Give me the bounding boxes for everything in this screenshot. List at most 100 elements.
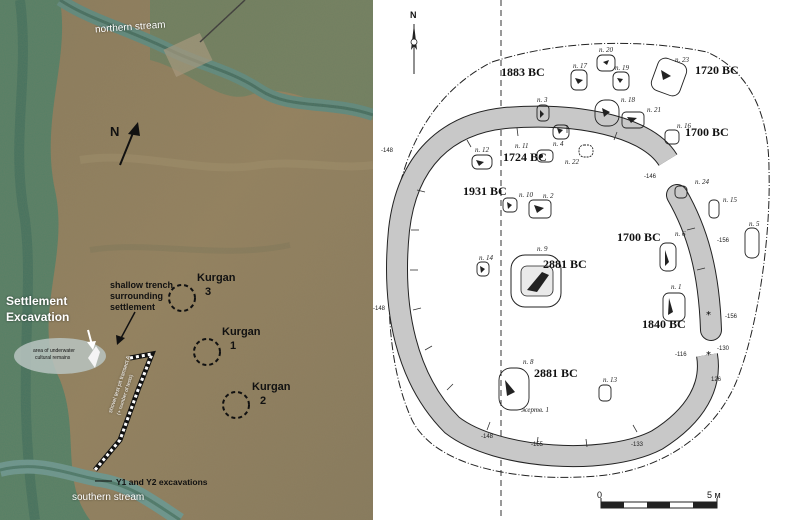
scale-bar [600, 498, 718, 509]
trench-pointer-arrow-icon [116, 335, 125, 345]
elev-155: -155 [531, 442, 544, 448]
elev-148-a: -148 [381, 148, 394, 154]
pit-label-15: п. 15 [723, 196, 737, 204]
excavation-plan: * * [386, 0, 770, 520]
pit-label-13: п. 13 [603, 376, 617, 384]
underwater-remains-label-2: cultural remains [35, 355, 71, 361]
pit-14 [476, 261, 490, 277]
kurgan-3-circle [168, 284, 196, 312]
pit-label-5: п. 5 [749, 220, 760, 228]
burial-marks [476, 60, 673, 396]
pit-20 [596, 54, 616, 72]
north-label: N [110, 124, 120, 139]
elev-148-c: -148 [481, 434, 494, 440]
pit-label-3: п. 3 [537, 96, 548, 104]
elev-116: -116 [675, 352, 687, 358]
date-1931: 1931 BC [463, 184, 507, 198]
pit-label-6: п. 6 [675, 230, 686, 238]
pit-1 [662, 292, 686, 322]
kurgan-3-number: 3 [205, 286, 212, 298]
trench-label-2: surrounding [110, 291, 163, 301]
pit-23 [650, 57, 688, 97]
north-arrow-icon [128, 122, 140, 136]
trench-label-3: settlement [110, 302, 156, 312]
pit-label-24: п. 24 [695, 178, 709, 186]
kurgan-2-circle [222, 391, 250, 419]
date-1700-b: 1700 BC [617, 230, 661, 244]
ditch-fill [387, 106, 718, 467]
pit-label-23: п. 23 [675, 56, 689, 64]
pit-label-2: п. 2 [543, 192, 554, 200]
pit-18 [594, 99, 620, 127]
pit-13 [598, 384, 612, 402]
pit-label-4: п. 4 [553, 140, 564, 148]
pit-12 [471, 154, 493, 170]
pit-label-10: п. 10 [519, 191, 533, 199]
plan-north-label: N [410, 10, 417, 20]
elev-156-a: -156 [717, 238, 730, 244]
pit-6 [659, 242, 677, 272]
settlement-excavation-label-1: Settlement [6, 294, 68, 308]
date-1840: 1840 BC [642, 317, 686, 331]
pit-15 [708, 199, 720, 219]
excavation-plan-panel: * * N 1883 BC 1720 BC 1700 BC 1724 BC 19… [373, 0, 800, 520]
satellite-map-panel: northern stream N Settlement Excavation … [0, 0, 373, 520]
pit-21 [621, 111, 645, 129]
date-1883: 1883 BC [501, 65, 545, 79]
kurgan-1-label: Kurgan [222, 326, 261, 338]
settlement-pointer-arrow-icon [87, 341, 96, 350]
scale-zero-label: 0 [597, 490, 603, 500]
kurgan-2-number: 2 [260, 395, 267, 407]
pit-label-22: п. 22 [565, 158, 579, 166]
kurgan-2-label: Kurgan [252, 381, 291, 393]
pit-19 [612, 71, 630, 91]
pit-label-9: п. 9 [537, 245, 548, 253]
pit-8 [498, 367, 530, 411]
underwater-remains-label-1: area of underwater [33, 348, 75, 354]
pit-label-19: п. 19 [615, 64, 629, 72]
pit-label-18: п. 18 [621, 96, 635, 104]
elev-148-b: -148 [373, 306, 386, 312]
pit-16 [664, 129, 680, 145]
y-excavations-label: Y1 and Y2 excavations [116, 477, 208, 487]
scale-five-label: 5 м [707, 490, 721, 500]
pit-label-1: п. 1 [671, 283, 682, 291]
pit-22 [578, 144, 594, 158]
pit-label-20: п. 20 [599, 46, 613, 54]
kurgan-1-circle [193, 338, 221, 366]
southern-stream-label: southern stream [72, 492, 145, 503]
kurgan-3-label: Kurgan [197, 272, 236, 284]
date-2881-b: 2881 BC [534, 366, 578, 380]
satellite-map [0, 0, 373, 520]
marker-star-2: * [706, 350, 711, 361]
elev-133: -133 [631, 442, 644, 448]
date-1700-a: 1700 BC [685, 125, 729, 139]
pit-11 [552, 124, 570, 140]
pit-label-zhertv: жертв. 1 [521, 406, 550, 414]
elev-130: -130 [717, 346, 730, 352]
date-2881-a: 2881 BC [543, 257, 587, 271]
elev-146: -146 [644, 174, 657, 180]
east-ditch-fill [667, 185, 721, 340]
outer-boundary [388, 42, 770, 478]
pit-24 [674, 185, 688, 199]
pit-label-8: п. 8 [523, 358, 534, 366]
pits [471, 54, 760, 411]
pit-label-14: п. 14 [479, 254, 493, 262]
pit-3 [536, 104, 550, 122]
pit-4 [536, 149, 554, 163]
pit-label-17: п. 17 [573, 62, 587, 70]
pit-17 [570, 69, 588, 91]
date-1724: 1724 BC [503, 150, 547, 164]
settlement-excavation-label-2: Excavation [6, 310, 70, 324]
underwater-remains-area [14, 338, 106, 374]
date-1720: 1720 BC [695, 63, 739, 77]
elev-156-b: -156 [725, 314, 738, 320]
pit-label-21: п. 21 [647, 106, 661, 114]
pit-label-11: п. 11 [515, 142, 529, 150]
pit-2 [528, 199, 552, 219]
settlement-excavation-marker [88, 346, 100, 368]
marker-star-1: * [706, 310, 711, 321]
pit-10 [502, 197, 518, 213]
